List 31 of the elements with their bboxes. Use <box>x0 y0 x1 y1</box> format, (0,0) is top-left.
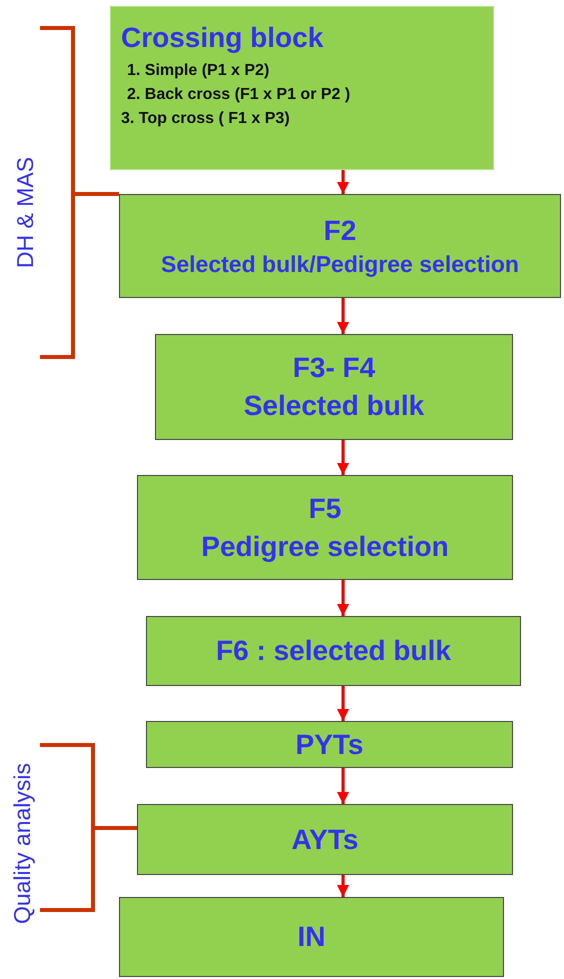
process-box <box>155 334 513 440</box>
list-item: 2. Back cross (F1 x P1 or P2 ) <box>127 84 350 105</box>
arrow <box>337 875 349 897</box>
list-item: 3. Top cross ( F1 x P3) <box>121 108 290 129</box>
process-box <box>119 897 504 977</box>
node-heading: F3- F4 <box>292 351 376 386</box>
process-box <box>137 804 513 875</box>
arrow <box>337 440 349 475</box>
process-box <box>146 616 521 686</box>
node-heading: F5 <box>308 492 342 526</box>
node-heading: F2 <box>324 214 356 248</box>
crossing-block-box <box>110 6 494 170</box>
process-box <box>146 721 513 768</box>
node-text: Selected bulk/Pedigree selection <box>161 250 519 280</box>
node-heading: Crossing block <box>121 21 324 55</box>
arrow <box>337 298 349 334</box>
node-heading: PYTs <box>296 728 364 762</box>
node-text: Selected bulk <box>244 389 424 423</box>
node-text: Pedigree selection <box>201 530 449 564</box>
arrow <box>337 580 349 616</box>
arrow <box>337 768 349 804</box>
arrow <box>337 170 349 194</box>
node-heading: IN <box>298 920 326 954</box>
bracket-label: DH & MAS <box>12 156 39 268</box>
arrow <box>337 686 349 721</box>
list-item: 1. Simple (P1 x P2) <box>127 60 270 81</box>
node-heading: F6 : selected bulk <box>216 634 451 668</box>
node-heading: AYTs <box>292 822 358 857</box>
process-box <box>119 194 561 298</box>
process-box <box>137 475 513 580</box>
bracket-label: Quality analysis <box>8 762 36 924</box>
